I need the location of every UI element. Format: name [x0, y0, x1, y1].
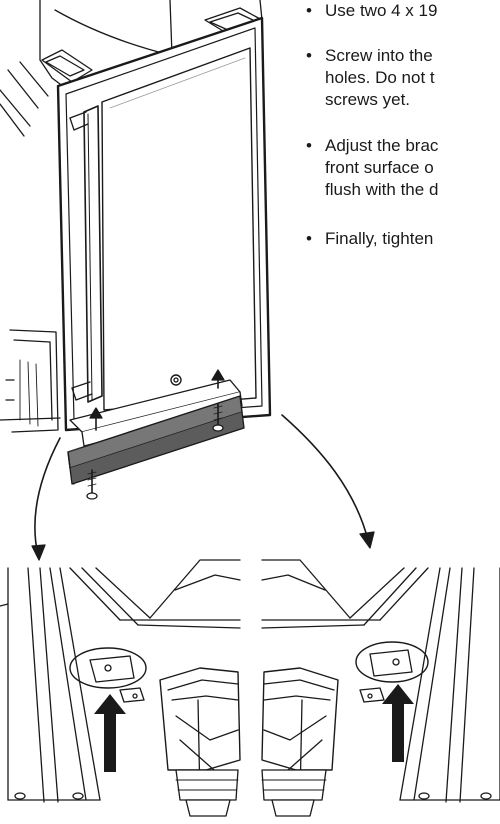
detail-left	[0, 559, 241, 817]
instruction-text: Finally, tighten	[325, 229, 434, 248]
instruction-text: Adjust the brac front surface o flush wi…	[325, 136, 439, 199]
bullet: •	[306, 136, 312, 155]
bullet: •	[306, 1, 312, 20]
appliance-drawing	[0, 0, 272, 500]
bullet: •	[306, 46, 312, 65]
instruction-list: • Use two 4 x 19 • Screw into the holes.…	[306, 0, 500, 330]
instruction-text: Use two 4 x 19	[325, 1, 438, 20]
screw-icon	[86, 469, 98, 500]
screw-icon	[212, 403, 224, 432]
bullet: •	[306, 229, 312, 248]
instruction-text: Screw into the holes. Do not t screws ye…	[325, 46, 435, 109]
callout-arrows	[31, 414, 375, 561]
detail-right	[261, 559, 500, 817]
